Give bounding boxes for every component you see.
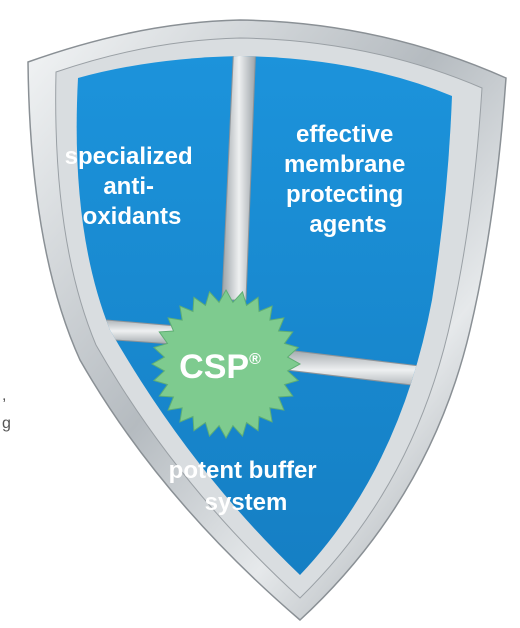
text-top-left: specialized anti- oxidants [65, 143, 200, 230]
text-top-right: effective membrane protecting agents [284, 121, 412, 238]
registered-mark: ® [249, 351, 261, 368]
csp-badge-label: CSP® [179, 348, 261, 386]
text-bottom: potent buffer system [169, 457, 324, 516]
edge-fragment-2: g [2, 415, 11, 432]
edge-fragment-1: , [2, 387, 6, 404]
divider-vertical-upper [221, 56, 257, 301]
csp-badge-burst [150, 288, 302, 440]
